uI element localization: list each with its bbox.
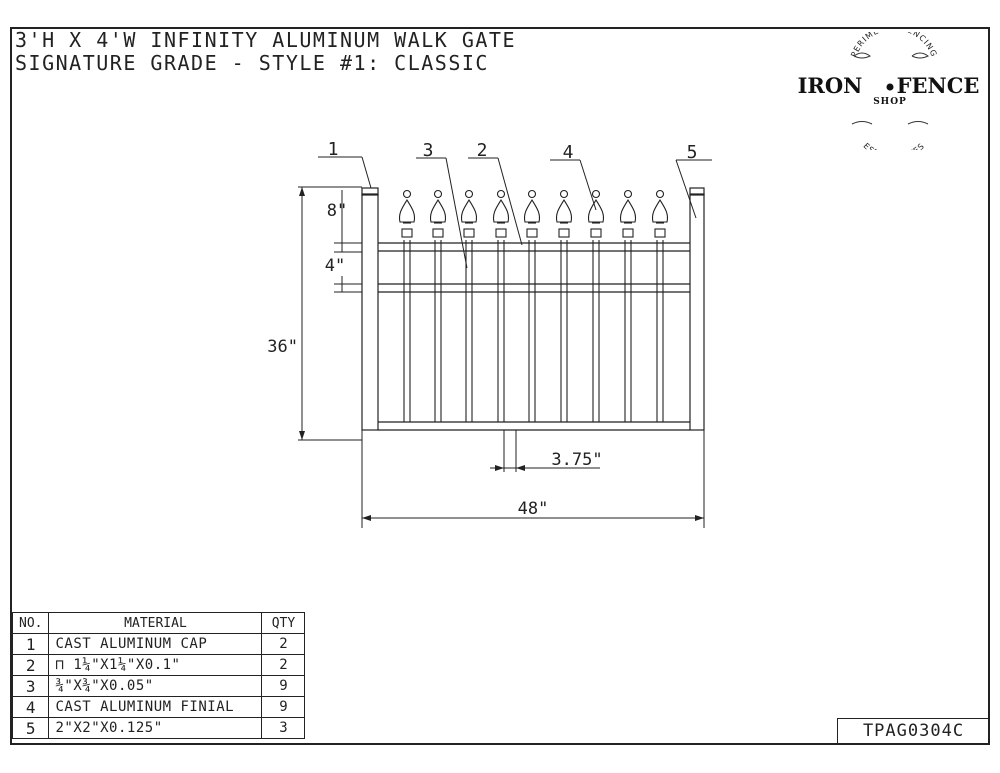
logo-flourish-icon <box>911 52 929 59</box>
dimension-lines <box>298 156 712 528</box>
dim-height: 36" <box>267 337 298 357</box>
finial-icon <box>492 198 510 223</box>
dim-width: 48" <box>518 499 549 519</box>
picket <box>619 189 637 422</box>
bom-material: CAST ALUMINUM FINIAL <box>48 696 263 718</box>
logo-sub: SHOP <box>873 97 907 107</box>
bom-material: ¾"X¾"X0.05" <box>48 675 263 697</box>
left-post <box>361 193 379 431</box>
bom-qty: 2 <box>261 654 306 676</box>
part-number: TPAG0304C <box>837 718 989 744</box>
logo-dot <box>886 83 894 91</box>
bom-header-row: NO. MATERIAL QTY <box>11 612 306 634</box>
pickets-group <box>398 189 669 422</box>
dim-finial-height: 8" <box>327 201 347 221</box>
right-cap <box>689 187 705 196</box>
bom-material: CAST ALUMINUM CAP <box>48 633 263 655</box>
bom-no: 1 <box>11 633 50 655</box>
callout-5: 5 <box>687 142 698 163</box>
bom-qty: 9 <box>261 696 306 718</box>
finial-icon <box>651 198 669 223</box>
table-row: 2 ⊓ 1¼"X1¼"X0.1" 2 <box>11 654 306 676</box>
bom-no: 4 <box>11 696 50 718</box>
finial-icon <box>523 198 541 223</box>
picket <box>398 189 416 422</box>
right-post <box>689 193 705 431</box>
logo-name-right: FENCE <box>897 73 980 98</box>
bom-material: ⊓ 1¼"X1¼"X0.1" <box>48 654 263 676</box>
table-row: 5 2"X2"X0.125" 3 <box>11 717 306 739</box>
table-row: 4 CAST ALUMINUM FINIAL 9 <box>11 696 306 718</box>
finial-icon <box>619 198 637 223</box>
picket <box>429 189 447 422</box>
logo-flourish-icon <box>853 52 871 59</box>
callout-2: 2 <box>477 140 488 161</box>
finial-icon <box>587 198 605 223</box>
bom-qty: 3 <box>261 717 306 739</box>
drawing-title: 3'H X 4'W INFINITY ALUMINUM WALK GATE <box>15 28 517 52</box>
picket <box>460 189 478 422</box>
bom-no: 2 <box>11 654 50 676</box>
logo-name-left: IRON <box>798 73 863 98</box>
picket <box>523 189 541 422</box>
finial-icon <box>555 198 573 223</box>
picket <box>492 189 510 422</box>
dim-rail-gap: 4" <box>325 256 345 276</box>
drawing-border <box>10 27 990 745</box>
bom-header-qty: QTY <box>261 612 306 634</box>
iron-fence-shop-logo: PERIMETER FENCING IRON FENCE SHOP ESTATE… <box>798 32 980 150</box>
logo-flourish-icon <box>907 121 929 125</box>
table-row: 1 CAST ALUMINUM CAP 2 <box>11 633 306 655</box>
finial-icon <box>460 198 478 223</box>
bom-qty: 9 <box>261 675 306 697</box>
bill-of-materials: NO. MATERIAL QTY 1 CAST ALUMINUM CAP 2 2… <box>11 612 306 739</box>
bom-no: 5 <box>11 717 50 739</box>
picket <box>651 189 669 422</box>
finial-icon <box>429 198 447 223</box>
logo-flourish-icon <box>851 121 873 125</box>
table-row: 3 ¾"X¾"X0.05" 9 <box>11 675 306 697</box>
callout-3: 3 <box>423 140 434 161</box>
callout-4: 4 <box>563 142 574 163</box>
bom-qty: 2 <box>261 633 306 655</box>
dimension-arrows <box>299 187 704 521</box>
left-cap <box>361 187 379 196</box>
bom-header-material: MATERIAL <box>48 612 263 634</box>
callout-1: 1 <box>328 139 339 160</box>
bom-material: 2"X2"X0.125" <box>48 717 263 739</box>
drawing-subtitle: SIGNATURE GRADE - STYLE #1: CLASSIC <box>15 51 489 75</box>
gate-frame <box>361 187 705 431</box>
picket <box>587 189 605 422</box>
picket <box>555 189 573 422</box>
dim-picket-spacing: 3.75" <box>551 450 602 470</box>
bom-no: 3 <box>11 675 50 697</box>
bom-header-no: NO. <box>11 612 50 634</box>
finial-icon <box>398 198 416 223</box>
